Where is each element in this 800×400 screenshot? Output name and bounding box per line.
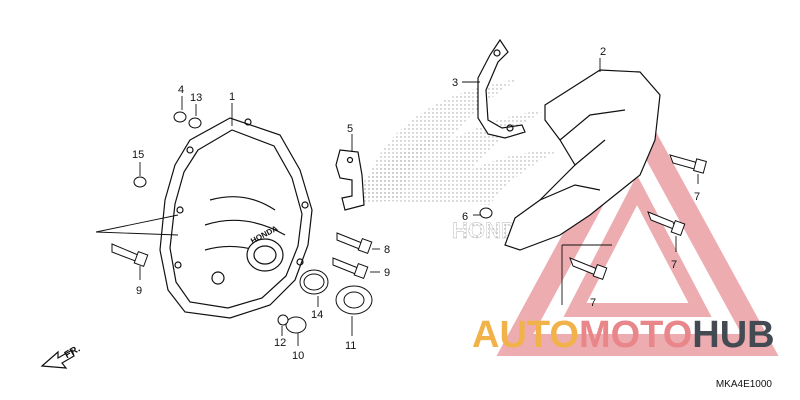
sprocket-cover [504, 69, 661, 251]
direction-label: FR. [63, 343, 83, 361]
callout-9b: 9 [384, 267, 390, 279]
callout-6: 6 [462, 211, 468, 223]
leader-lines [95, 58, 699, 346]
small-fasteners [111, 111, 493, 334]
callout-11: 11 [345, 340, 356, 352]
left-crankcase-cover: HONDA [159, 117, 313, 319]
callout-12: 12 [274, 337, 286, 349]
callout-2: 2 [600, 46, 606, 58]
watermark-part-1: AUTO [472, 314, 579, 356]
page-code: MKA4E1000 [715, 379, 772, 390]
callout-13: 13 [190, 92, 202, 104]
bolts [569, 154, 707, 280]
callout-numbers: 1 2 3 4 5 6 7 7 7 8 9 9 10 11 12 13 14 1… [132, 46, 700, 362]
callout-7c: 7 [590, 297, 596, 309]
callout-7a: 7 [694, 191, 700, 203]
callout-1: 1 [229, 91, 235, 103]
callout-7b: 7 [671, 259, 677, 271]
callout-5: 5 [347, 123, 353, 135]
cover-bracket [477, 38, 526, 139]
callout-4: 4 [178, 84, 184, 96]
callout-9a: 9 [136, 285, 142, 297]
callout-14: 14 [311, 309, 323, 321]
watermark-text: AUTOMOTOHUB [472, 316, 775, 354]
watermark-part-2: MOTO [578, 314, 693, 356]
watermark-triangle-logo-icon [496, 96, 779, 356]
front-direction-arrow-icon: FR. [40, 343, 83, 369]
callout-8: 8 [384, 244, 390, 256]
callout-3: 3 [452, 77, 458, 89]
small-bracket [335, 149, 365, 211]
watermark-part-3: HUB [692, 314, 775, 356]
callout-15: 15 [132, 149, 144, 161]
callout-10: 10 [292, 350, 304, 362]
